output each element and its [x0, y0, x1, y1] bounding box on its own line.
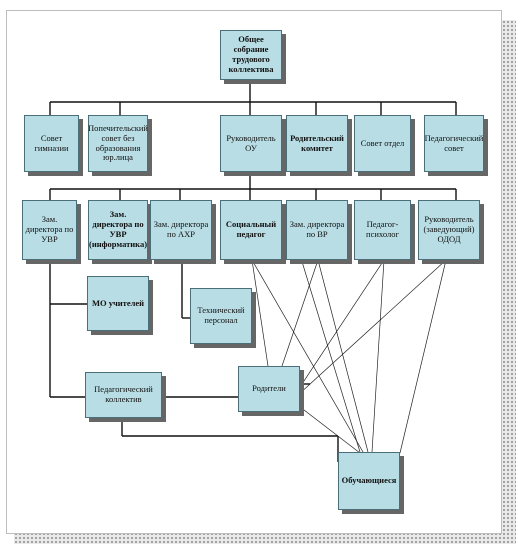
mo-teachers-box: МО учителей — [87, 276, 149, 331]
parents-box: Родители — [238, 366, 300, 412]
trustees-box: Попечительский совет без образования юр.… — [88, 115, 148, 172]
psychologist-box: Педагог-психолог — [354, 200, 411, 260]
parent-committee-box: Родительский комитет — [286, 115, 348, 172]
tech-staff-box: Технический персонал — [190, 288, 252, 344]
council-gymnasium-box: Совет гимназии — [24, 115, 79, 172]
ped-council-box: Педагогический совет — [424, 115, 484, 172]
student-council-box: Совет отдел — [354, 115, 411, 172]
social-pedagogue-box: Социальный педагог — [220, 200, 282, 260]
students-box: Обучающиеся — [338, 452, 400, 510]
deputy-uvr-box: Зам. директора по УВР — [22, 200, 77, 260]
general-meeting-box: Общее собрание трудового коллектива — [220, 30, 282, 80]
head-box: Руководитель ОУ — [220, 115, 282, 172]
deputy-ahr-box: Зам. директора по АХР — [150, 200, 212, 260]
deputy-vr-box: Зам. директора по ВР — [286, 200, 348, 260]
odod-head-box: Руководитель (заведующий) ОДОД — [418, 200, 480, 260]
ped-collective-box: Педагогический коллектив — [85, 372, 162, 418]
deputy-uvr-it-box: Зам. директора по УВР (информатика) — [88, 200, 148, 260]
